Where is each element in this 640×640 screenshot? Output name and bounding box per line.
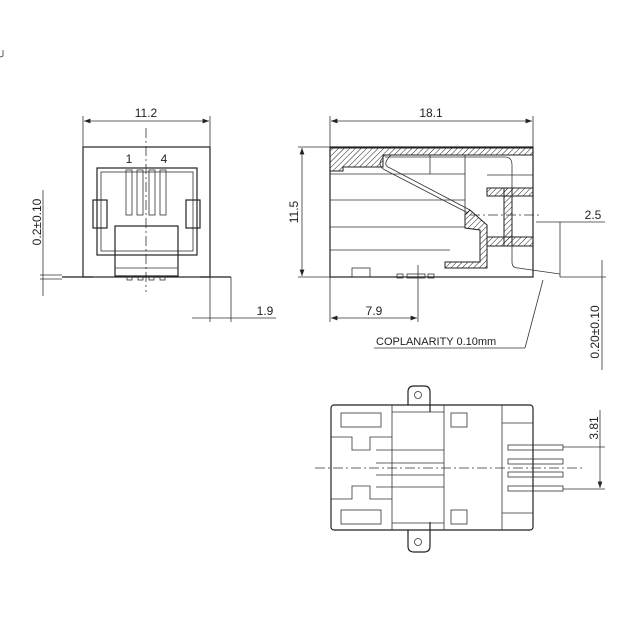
- left-contacts: [376, 449, 444, 488]
- lead-dim: 2.5: [585, 208, 602, 222]
- standoff-dim: 0.2±0.10: [30, 198, 44, 245]
- pitch-dim: 3.81: [587, 416, 601, 440]
- post-dim: 7.9: [366, 304, 383, 318]
- corner-mark: [0, 50, 4, 58]
- height-dim: 11.5: [287, 200, 301, 223]
- bottom-view: 3.81: [315, 385, 605, 553]
- pin-label-first: 1: [126, 152, 133, 166]
- coplanarity-note: COPLANARITY 0.10mm: [376, 336, 496, 348]
- width-dim: 11.2: [135, 106, 158, 120]
- length-dim: 18.1: [419, 106, 443, 120]
- front-view: 11.2 1 4 0.2±0.10 1.9: [30, 106, 276, 322]
- side-view: 18.1 11.5 2.5 0.20±0.10 7.9 COPLANARITY …: [287, 106, 606, 370]
- lead-standoff-dim: 0.20±0.10: [588, 305, 602, 359]
- contact-pins: [125, 169, 167, 216]
- pin-label-last: 4: [161, 152, 168, 166]
- smt-leads: [507, 444, 564, 492]
- tab-dim: 1.9: [257, 304, 274, 318]
